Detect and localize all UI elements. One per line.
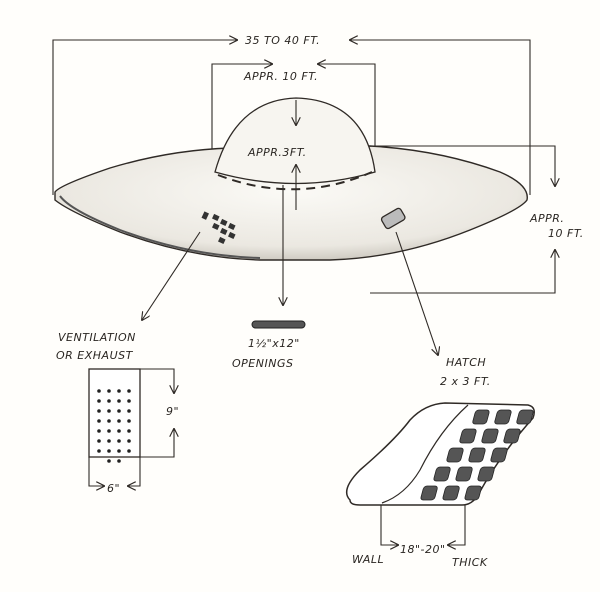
vent-hole <box>107 459 111 463</box>
vent-hole <box>97 429 101 433</box>
vent-hole <box>127 399 131 403</box>
vent-hole <box>97 399 101 403</box>
vent-hole <box>117 459 121 463</box>
wall-label: WALL <box>352 553 384 566</box>
vent-hole <box>107 429 111 433</box>
openings-label: OPENINGS <box>232 357 293 370</box>
saucer-body <box>54 145 528 261</box>
vent-hole <box>107 389 111 393</box>
vent-hole <box>107 399 111 403</box>
hatch-cell <box>446 447 464 463</box>
hatch-cell <box>459 428 477 444</box>
vent-hole <box>127 419 131 423</box>
vent-hole <box>127 389 131 393</box>
vent-width-arrow-left <box>88 457 104 486</box>
wall-thickness-arrow-left <box>380 505 398 545</box>
vent-hole <box>117 409 121 413</box>
hatch-cell <box>503 428 521 444</box>
hatch-leader <box>395 231 438 355</box>
hatch-cell <box>442 485 460 501</box>
vent-hole <box>127 439 131 443</box>
hatch-cell <box>472 409 490 425</box>
height-label-1: APPR. <box>529 212 564 225</box>
ventilation-label-2: OR EXHAUST <box>56 349 134 362</box>
vent-hole <box>107 419 111 423</box>
hatch-cell <box>433 466 451 482</box>
vent-hole <box>107 409 111 413</box>
vent-hole <box>97 419 101 423</box>
vent-hole <box>97 409 101 413</box>
ventilation-grille <box>88 368 141 463</box>
opening-slot <box>251 320 306 329</box>
vent-width-label: 6" <box>107 482 120 495</box>
height-dimension: APPR. 10 FT. <box>370 145 584 294</box>
hatch-cell <box>464 485 482 501</box>
vent-width-arrow-right <box>128 457 141 486</box>
hatch-size-label: 2 x 3 FT. <box>440 375 491 388</box>
hatch-cell <box>490 447 508 463</box>
vent-hole <box>117 439 121 443</box>
vent-hole <box>97 389 101 393</box>
dome-height-label: APPR.3FT. <box>247 146 307 159</box>
hatch-cell <box>455 466 473 482</box>
hatch-cell <box>468 447 486 463</box>
hatch-cell <box>516 409 534 425</box>
overall-width-label: 35 TO 40 FT. <box>245 34 320 47</box>
ventilation-leader <box>142 231 201 320</box>
vent-height-label: 9" <box>166 405 179 418</box>
vent-hole <box>127 429 131 433</box>
saucer-shadow <box>59 195 261 259</box>
height-label-2: 10 FT. <box>548 227 584 240</box>
hatch-on-body <box>380 207 406 230</box>
hatch-cell <box>494 409 512 425</box>
hatch-detail <box>345 402 535 506</box>
wall-thickness-label: 18"-20" <box>400 543 446 556</box>
hatch-label: HATCH <box>446 356 486 369</box>
wall-thickness-arrow-right <box>448 505 466 545</box>
vent-hole <box>117 399 121 403</box>
vent-hole <box>117 389 121 393</box>
dome-width-label: APPR. 10 FT. <box>243 70 318 83</box>
vent-hole <box>107 439 111 443</box>
ventilation-label-1: VENTILATION <box>58 331 136 344</box>
dome <box>214 97 376 185</box>
vent-hole <box>117 419 121 423</box>
openings-size-label: 1½"x12" <box>248 337 300 350</box>
vent-hole <box>97 439 101 443</box>
vent-height-arrow-bottom <box>140 429 174 458</box>
dome-width-dimension: APPR. 10 FT. <box>211 64 376 180</box>
vent-hole <box>127 449 131 453</box>
vent-height-arrow-top <box>140 368 174 393</box>
hatch-cell <box>420 485 438 501</box>
overall-width-dimension: 35 TO 40 FT. <box>52 34 531 195</box>
vent-hole <box>107 449 111 453</box>
vent-hole <box>117 449 121 453</box>
thick-label: THICK <box>452 556 488 569</box>
vent-hole <box>127 409 131 413</box>
vent-openings-on-body <box>201 211 236 244</box>
vent-hole <box>97 449 101 453</box>
vent-hole <box>117 429 121 433</box>
hatch-cell <box>477 466 495 482</box>
hatch-cell <box>481 428 499 444</box>
